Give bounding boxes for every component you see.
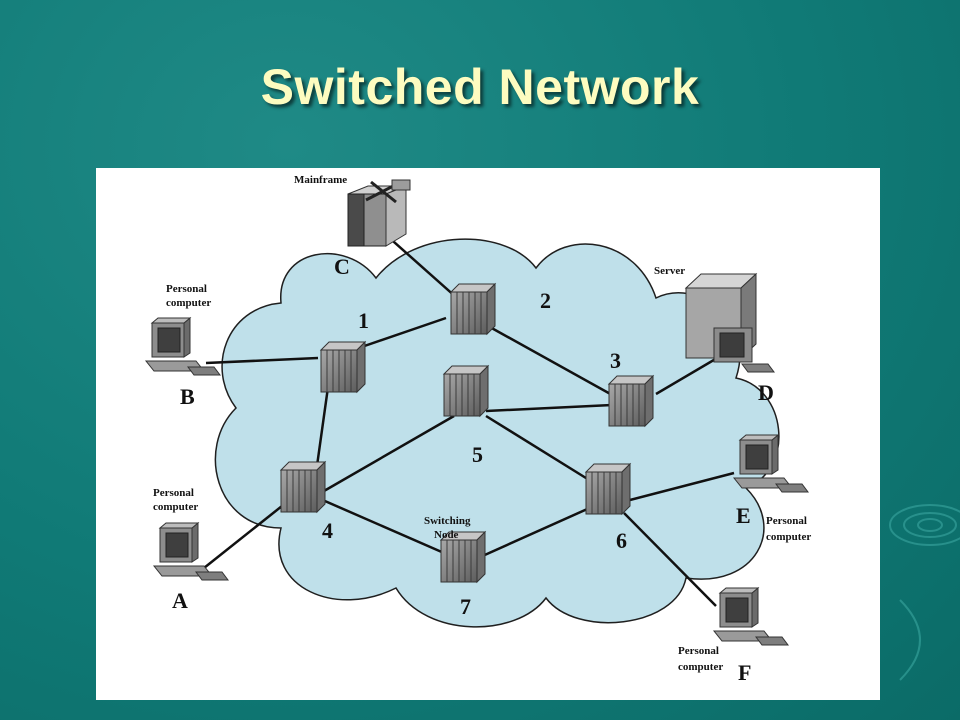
pc-a-caption-line1: Personal [153, 487, 194, 499]
switching-node-1 [320, 341, 366, 393]
link-2-3 [487, 324, 615, 398]
node-number-5: 5 [472, 442, 483, 467]
link-6-f [623, 512, 717, 607]
computer-f-icon [713, 587, 789, 646]
station-letter-b: B [180, 384, 195, 409]
link-5-3 [485, 403, 613, 413]
links [203, 225, 735, 607]
switching-node-label-line1: Switching [424, 515, 471, 527]
server-letter: D [758, 380, 774, 405]
mainframe-icon [347, 179, 411, 247]
pc-b-caption-line1: Personal [166, 283, 207, 295]
pc-f-caption-line2: computer [678, 661, 723, 673]
pc-e-caption-line1: Personal [766, 515, 807, 527]
mainframe-letter: C [334, 254, 350, 279]
switching-node-6 [585, 463, 631, 515]
switching-node-label-line2: Node [434, 529, 459, 541]
station-letter-f: F [738, 660, 751, 685]
node-number-2: 2 [540, 288, 551, 313]
node-number-4: 4 [322, 518, 333, 543]
computer-a-icon [153, 522, 229, 581]
switching-node-2 [450, 283, 496, 335]
link-6-e [625, 471, 735, 503]
station-letter-a: A [172, 588, 188, 613]
pc-a-caption-line2: computer [153, 501, 198, 513]
decorative-swirl [889, 504, 960, 681]
server-icon [684, 272, 775, 373]
mainframe-caption: Mainframe [294, 174, 347, 186]
link-3-d [655, 352, 725, 396]
switching-node-5 [443, 365, 489, 417]
link-4-7 [317, 496, 445, 555]
network-cloud [214, 238, 780, 628]
link-b-1 [205, 356, 319, 365]
node-number-6: 6 [616, 528, 627, 553]
station-letter-e: E [736, 503, 751, 528]
link-4-5 [323, 414, 455, 493]
node-number-3: 3 [610, 348, 621, 373]
network-figure: 1 2 3 4 5 6 7 Switching Node Mainframe C… [96, 168, 880, 700]
pc-f-caption-line1: Personal [678, 645, 719, 657]
computer-b-icon [145, 317, 221, 376]
server-caption: Server [654, 265, 685, 277]
link-1-4 [314, 379, 331, 474]
link-7-6 [477, 504, 595, 560]
switching-node-4 [280, 461, 326, 513]
computer-e-icon [733, 434, 809, 493]
pc-e-caption-line2: computer [766, 531, 811, 543]
node-number-7: 7 [460, 594, 471, 619]
switching-node-3 [608, 375, 654, 427]
slide-title: Switched Network [260, 59, 700, 115]
node-number-1: 1 [358, 308, 369, 333]
link-a-4 [203, 505, 283, 569]
link-5-6 [485, 414, 595, 485]
pc-b-caption-line2: computer [166, 297, 211, 309]
